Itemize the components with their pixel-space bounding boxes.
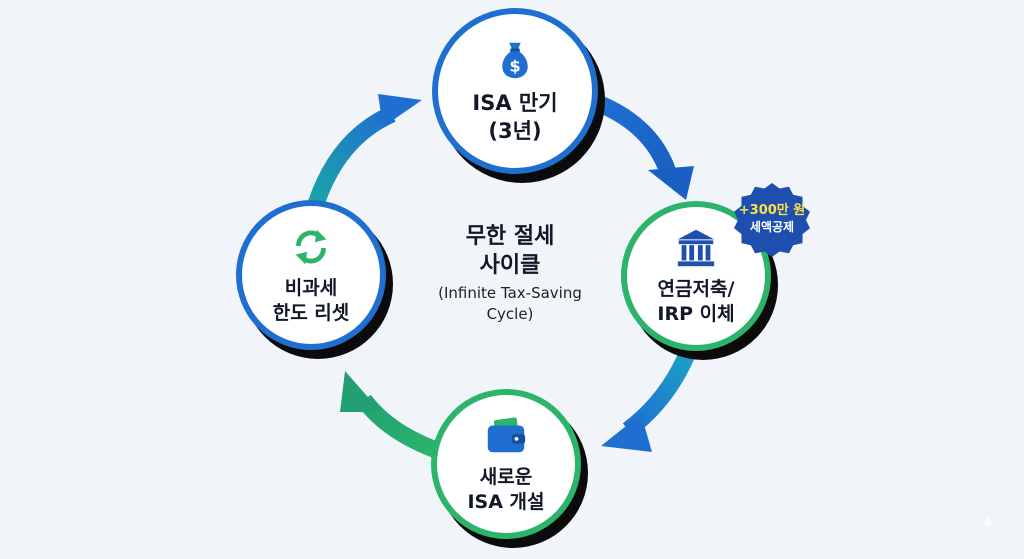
bank-icon <box>677 229 715 267</box>
node-label-line: ISA 만기 <box>472 91 558 115</box>
cycle-subtitle-line: (Infinite Tax-Saving <box>438 284 582 302</box>
node-label-line: 연금저축/ <box>657 278 735 300</box>
node-label-line: IRP 이체 <box>657 303 735 325</box>
node-new-isa: 새로운 ISA 개설 <box>431 389 581 539</box>
node-isa-maturity: $ ISA 만기 (3년) <box>432 8 598 174</box>
arrow-top-to-right <box>596 96 694 200</box>
wallet-icon <box>487 417 526 453</box>
node-label-line: 한도 리셋 <box>272 302 350 324</box>
arrow-bottom-to-left <box>340 371 440 458</box>
node-label-line: (3년) <box>488 119 542 143</box>
tax-credit-badge-shape <box>734 183 810 257</box>
arrow-right-to-bottom <box>601 348 696 452</box>
cycle-center-caption: 무한 절세 사이클 (Infinite Tax-Saving Cycle) <box>405 222 615 325</box>
node-label-line: 비과세 <box>284 277 338 299</box>
svg-text:$: $ <box>509 57 520 76</box>
cycle-title-line: 사이클 <box>479 253 541 278</box>
money-bag-icon: $ <box>502 42 528 79</box>
arrow-left-to-top <box>307 94 422 207</box>
badge-amount: +300만 원 <box>738 203 806 218</box>
refresh-icon <box>295 229 327 265</box>
sparkle-icon <box>980 515 996 531</box>
node-label-line: 새로운 <box>479 466 533 488</box>
tax-credit-badge: +300만 원 세액공제 <box>728 202 816 236</box>
badge-caption: 세액공제 <box>749 220 795 234</box>
cycle-title-line: 무한 절세 <box>465 224 555 249</box>
cycle-subtitle-line: Cycle) <box>486 305 534 323</box>
node-label-line: ISA 개설 <box>467 491 545 513</box>
node-limit-reset: 비과세 한도 리셋 <box>236 200 386 350</box>
